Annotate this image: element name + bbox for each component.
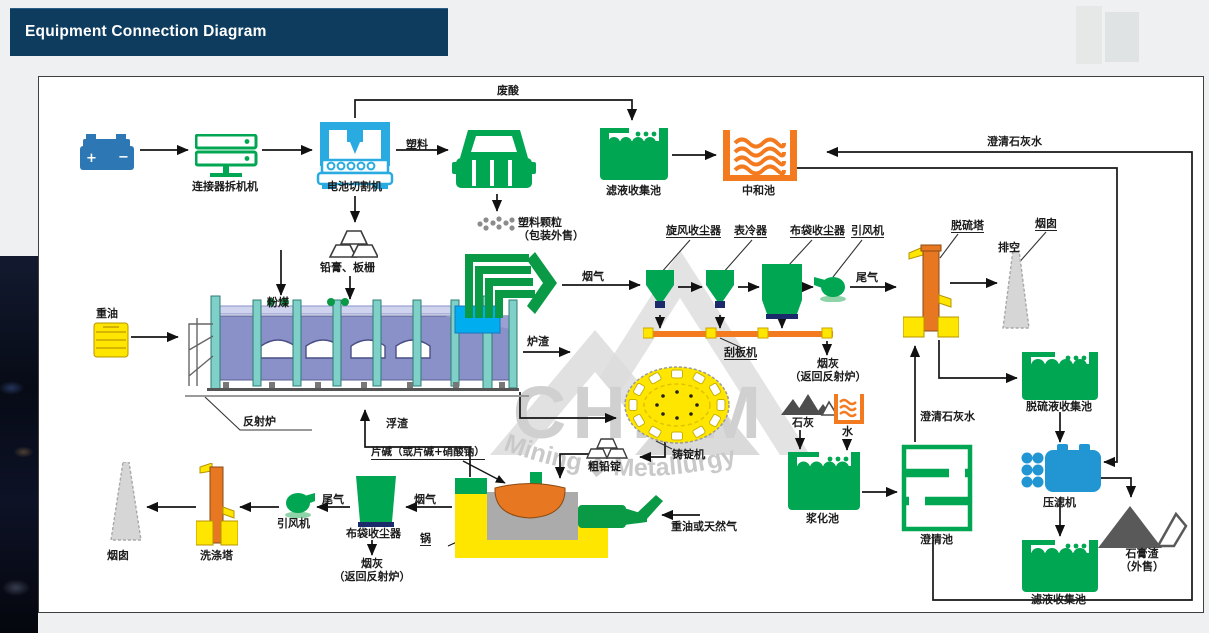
label-caustic-flakes: 片碱（或片碱+硝酸钠） — [371, 446, 485, 460]
connector-dismantler-icon — [195, 134, 258, 177]
battery-icon: + − — [80, 134, 134, 170]
label-bag-collector-top: 布袋收尘器 — [790, 224, 845, 238]
plastic-crusher-icon — [452, 130, 536, 188]
clarification-pool-icon — [901, 444, 973, 532]
label-heavy-oil-or-gas: 重油或天然气 — [671, 520, 737, 533]
label-heavy-oil: 重油 — [96, 307, 118, 320]
label-plastic: 塑料 — [406, 138, 428, 151]
slurry-pool-icon — [788, 452, 860, 510]
label-smoke-ash-top: 烟灰 （返回反射炉） — [789, 357, 867, 383]
photo-strip — [0, 256, 38, 633]
label-gypsum-residue: 石膏渣 （外售） — [1120, 547, 1164, 573]
label-cyclone-collector: 旋风收尘器 — [666, 224, 721, 238]
header-bar: Equipment Connection Diagram — [10, 8, 448, 56]
label-dismantler: 连接器拆机机 — [192, 180, 258, 193]
label-vent: 排空 — [998, 241, 1020, 254]
label-filtrate-pool-top: 滤液收集池 — [606, 184, 661, 197]
label-draft-fan-bottom: 引风机 — [277, 517, 310, 530]
label-scraper-machine: 刮板机 — [724, 346, 757, 360]
label-flue-gas-mid: 烟气 — [582, 270, 604, 283]
label-crude-lead-ingot: 粗铅锭 — [588, 460, 621, 473]
label-draft-fan-top: 引风机 — [851, 224, 884, 238]
label-clarified-limewater-top: 澄清石灰水 — [987, 135, 1042, 148]
background-thumbnail — [1076, 6, 1102, 64]
label-chimney-left: 烟囱 — [107, 549, 129, 562]
surface-cooler-icon — [706, 270, 734, 308]
label-smoke-ash-bottom: 烟灰 （返回反射炉） — [333, 557, 411, 583]
label-waste-acid: 废酸 — [497, 84, 519, 97]
scrubber-tower-icon — [196, 463, 238, 546]
label-bag-collector-bottom: 布袋收尘器 — [346, 527, 401, 540]
heavy-oil-drum-icon — [93, 322, 129, 358]
filtrate-pool-top-icon — [600, 128, 668, 180]
bag-collector-bottom-icon — [356, 476, 396, 527]
filter-press-icon — [1021, 444, 1101, 492]
label-lime: 石灰 — [792, 416, 814, 429]
label-filtrate-pool-bottom: 滤液收集池 — [1031, 593, 1086, 606]
label-scrubber-tower: 洗涤塔 — [200, 549, 233, 562]
gypsum-residue-icon — [1098, 506, 1188, 548]
label-surface-cooler: 表冷器 — [734, 224, 767, 238]
label-casting-machine: 铸锭机 — [672, 448, 705, 461]
label-pulverized-coal: 粉煤 — [267, 296, 289, 309]
label-kettle: 锅 — [420, 532, 431, 546]
label-plastic-pellets: 塑料颗粒 （包装外售） — [518, 216, 584, 242]
desulfurization-tower-icon — [903, 244, 959, 338]
lead-paste-ingots-icon — [328, 230, 378, 258]
lime-icon — [781, 394, 837, 416]
cyclone-collector-icon — [646, 270, 674, 308]
draft-fan-bottom-icon — [285, 493, 315, 518]
draft-fan-top-icon — [814, 277, 846, 302]
scraper-conveyor-icon — [643, 327, 833, 339]
label-water: 水 — [842, 425, 853, 438]
filtrate-pool-bottom-icon — [1022, 540, 1098, 592]
crude-lead-ingots-icon — [586, 438, 628, 459]
chimney-right-icon — [1002, 250, 1030, 329]
label-tail-gas-top: 尾气 — [856, 271, 878, 284]
reverberatory-furnace-icon — [185, 295, 529, 397]
label-neutralization-pool: 中和池 — [742, 184, 775, 197]
page-title: Equipment Connection Diagram — [25, 23, 267, 40]
label-lead-paste: 铅膏、板栅 — [320, 261, 375, 274]
svg-text:+: + — [86, 151, 97, 166]
background-thumbnail — [1105, 12, 1139, 62]
neutralization-pool-icon — [723, 130, 797, 181]
casting-machine-icon — [624, 366, 730, 444]
chimney-left-icon — [110, 462, 142, 541]
refining-kettle-icon — [455, 472, 663, 558]
svg-text:−: − — [118, 150, 129, 165]
label-furnace-slag: 炉渣 — [527, 335, 549, 348]
label-desulf-liquid-pool: 脱硫液收集池 — [1026, 400, 1092, 413]
label-filter-press: 压滤机 — [1043, 496, 1076, 509]
battery-cutter-icon — [316, 122, 394, 189]
label-desulfurization-tower: 脱硫塔 — [951, 219, 984, 233]
label-clarified-limewater-right: 澄清石灰水 — [920, 410, 975, 423]
plastic-particles-icon — [477, 216, 515, 231]
label-reverberatory-furnace: 反射炉 — [243, 415, 276, 428]
flue-duct-icon — [465, 252, 557, 318]
label-slurry-pool: 浆化池 — [806, 512, 839, 525]
water-tank-icon — [834, 394, 864, 424]
desulf-liquid-pool-icon — [1022, 352, 1098, 400]
label-battery-cutter: 电池切割机 — [327, 180, 382, 193]
label-tail-gas-bottom: 尾气 — [322, 493, 344, 506]
label-dross: 浮渣 — [386, 417, 408, 430]
label-chimney-right: 烟囱 — [1035, 217, 1057, 231]
label-clarification-pool: 澄清池 — [920, 533, 953, 546]
label-flue-gas-bottom: 烟气 — [414, 493, 436, 506]
bag-collector-top-icon — [762, 264, 802, 319]
